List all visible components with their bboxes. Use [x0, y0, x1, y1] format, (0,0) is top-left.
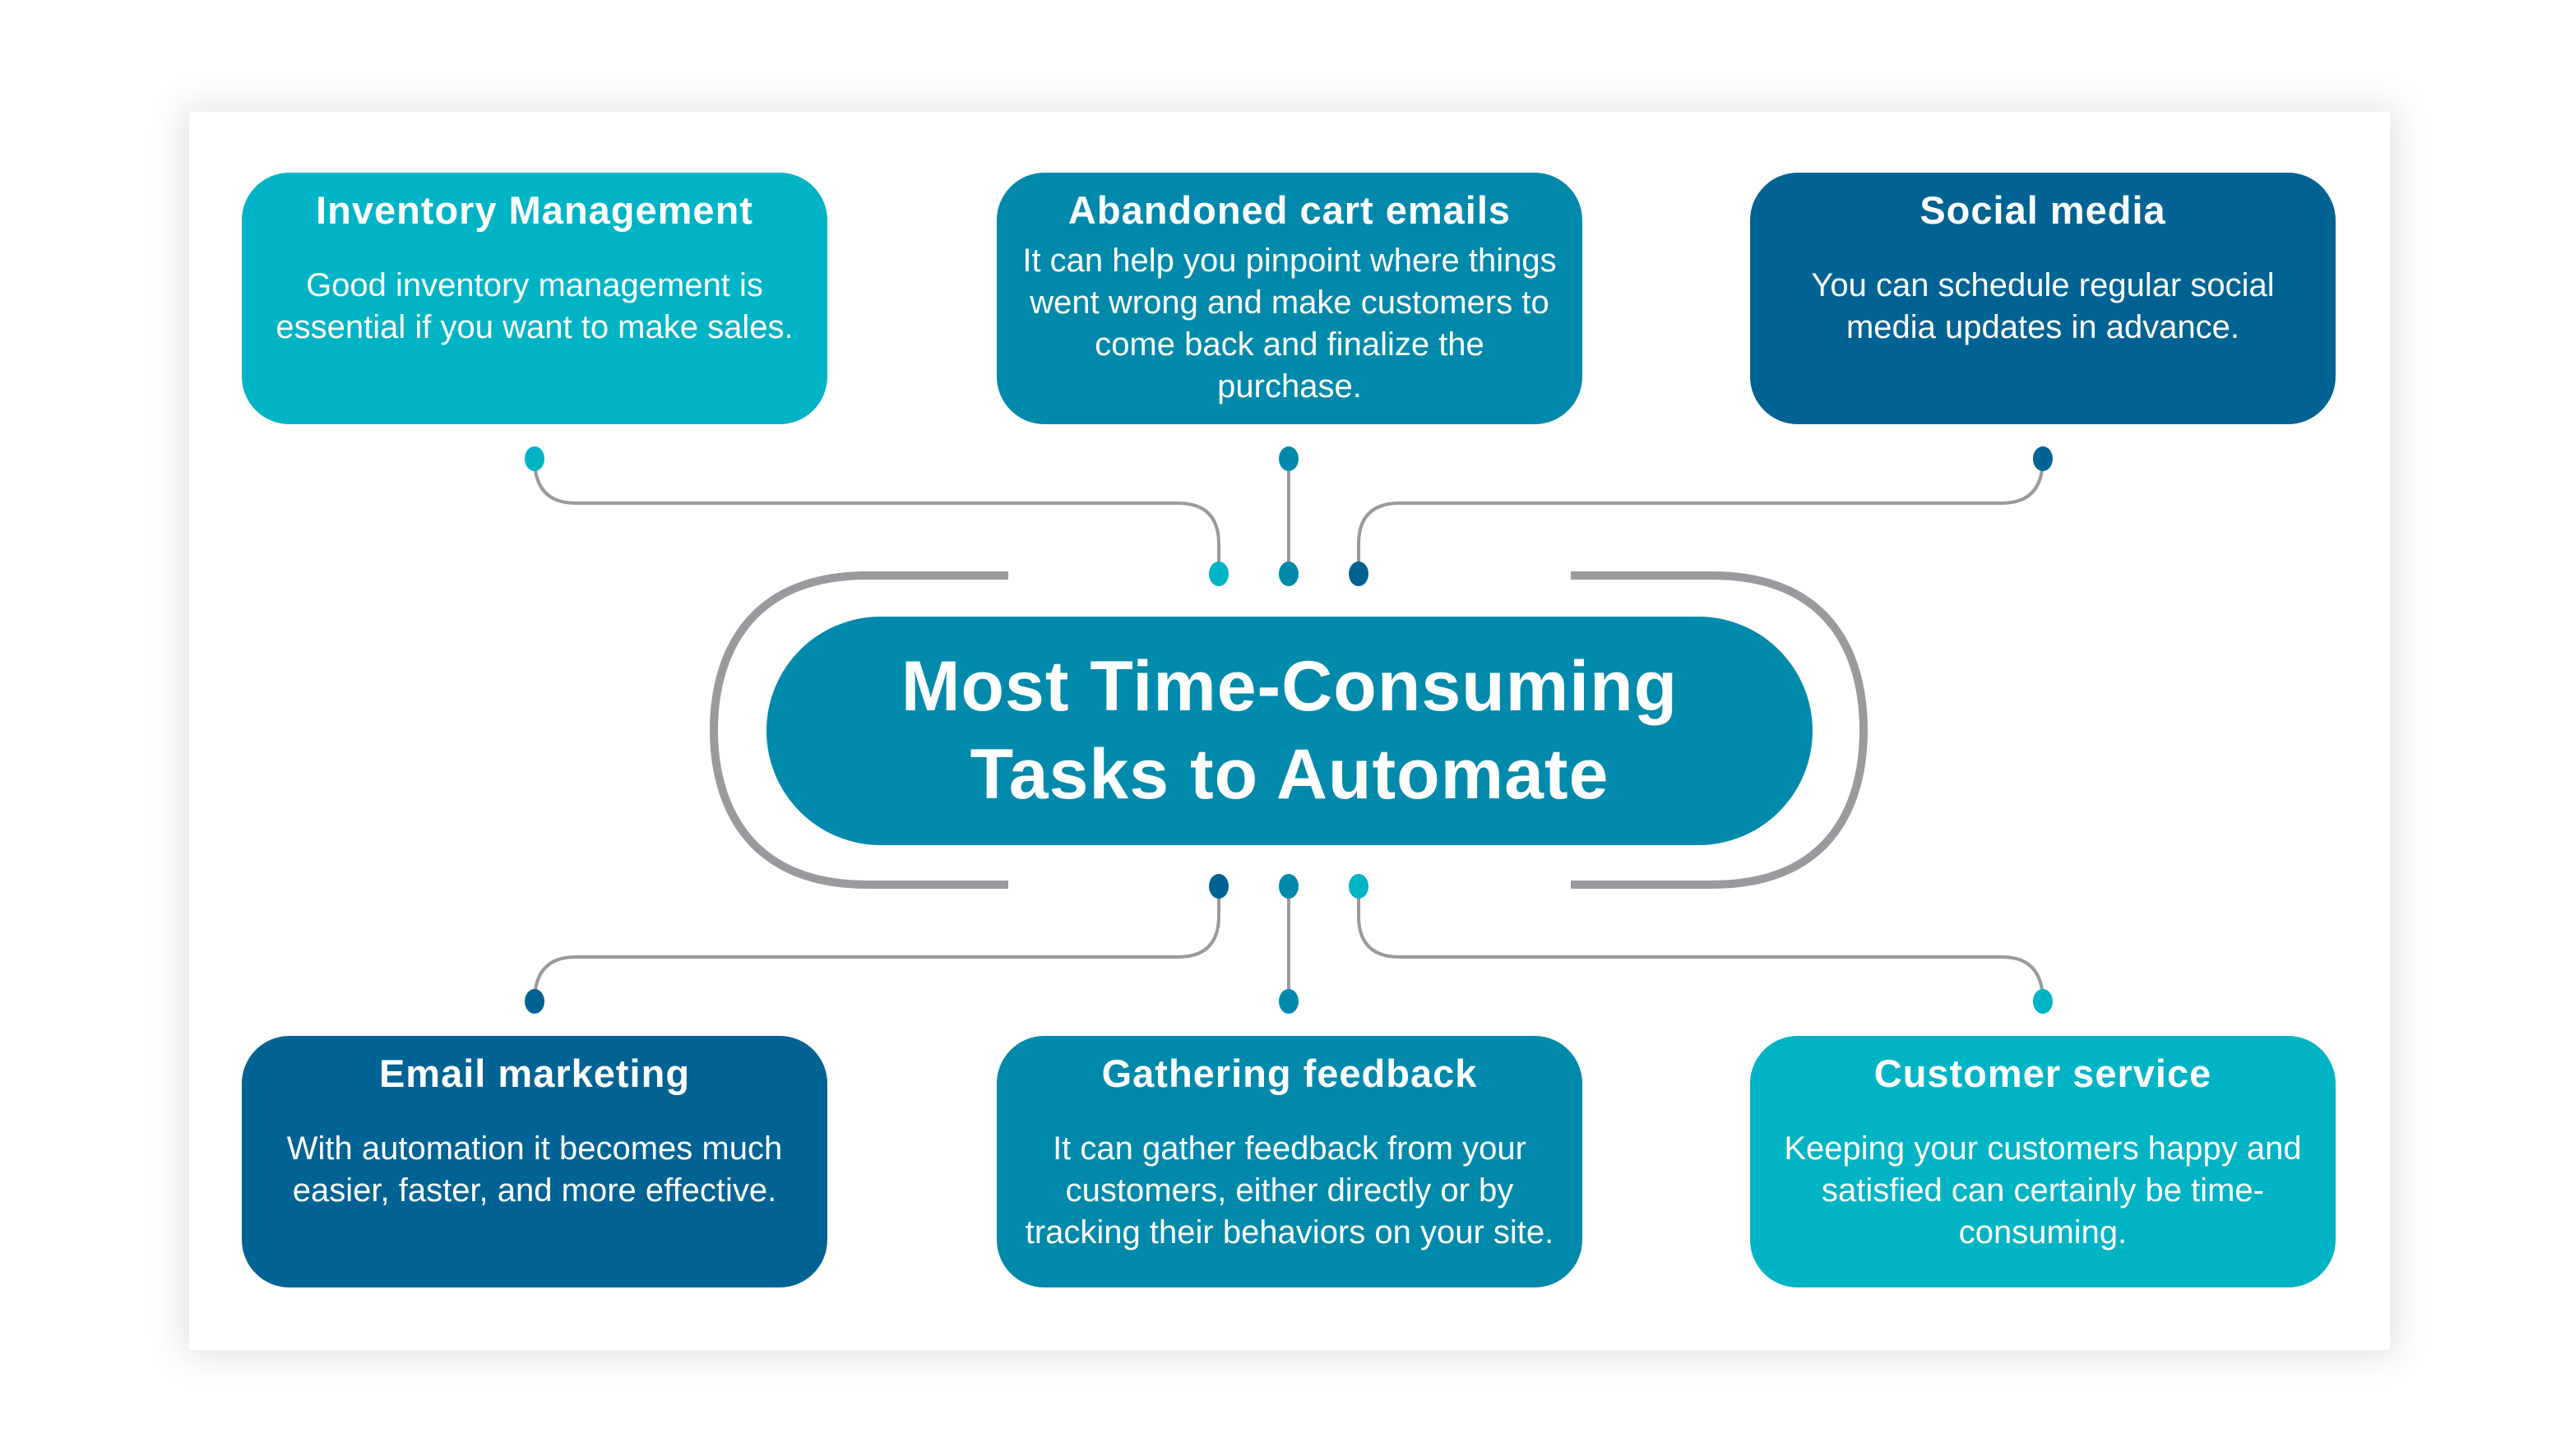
card-title: Inventory Management: [316, 188, 753, 232]
card-title: Customer service: [1873, 1052, 2212, 1095]
title-line-1: Most Time-Consuming: [901, 646, 1679, 726]
central-title: Most Time-Consuming Tasks to Automate: [901, 643, 1678, 820]
card-description: Keeping your customers happy and satisfi…: [1784, 1130, 2302, 1251]
card-title: Gathering feedback: [1101, 1052, 1478, 1095]
card-email-marketing: Email marketing With automation it becom…: [242, 1036, 827, 1287]
left-bracket: [709, 571, 1008, 889]
right-bracket: [1571, 571, 1868, 889]
card-customer-service: Customer service Keeping your customers …: [1750, 1036, 2336, 1287]
card-description: You can schedule regular social media up…: [1811, 266, 2275, 345]
card-social-media: Social media You can schedule regular so…: [1750, 173, 2336, 424]
card-description: It can help you pinpoint where things we…: [1022, 242, 1557, 405]
card-title: Social media: [1919, 188, 2166, 232]
card-gathering-feedback: Gathering feedback It can gather feedbac…: [997, 1036, 1582, 1287]
card-title: Email marketing: [378, 1052, 691, 1095]
card-description: It can gather feedback from your custome…: [1025, 1130, 1554, 1251]
card-inventory-management: Inventory Management Good inventory mana…: [242, 173, 827, 424]
card-abandoned-cart-emails: Abandoned cart emails It can help you pi…: [997, 173, 1582, 424]
central-title-pill: Most Time-Consuming Tasks to Automate: [766, 617, 1813, 845]
title-line-2: Tasks to Automate: [970, 735, 1609, 814]
card-description: Good inventory management is essential i…: [276, 266, 794, 345]
card-description: With automation it becomes much easier, …: [286, 1130, 783, 1209]
card-title: Abandoned cart emails: [1067, 188, 1512, 232]
